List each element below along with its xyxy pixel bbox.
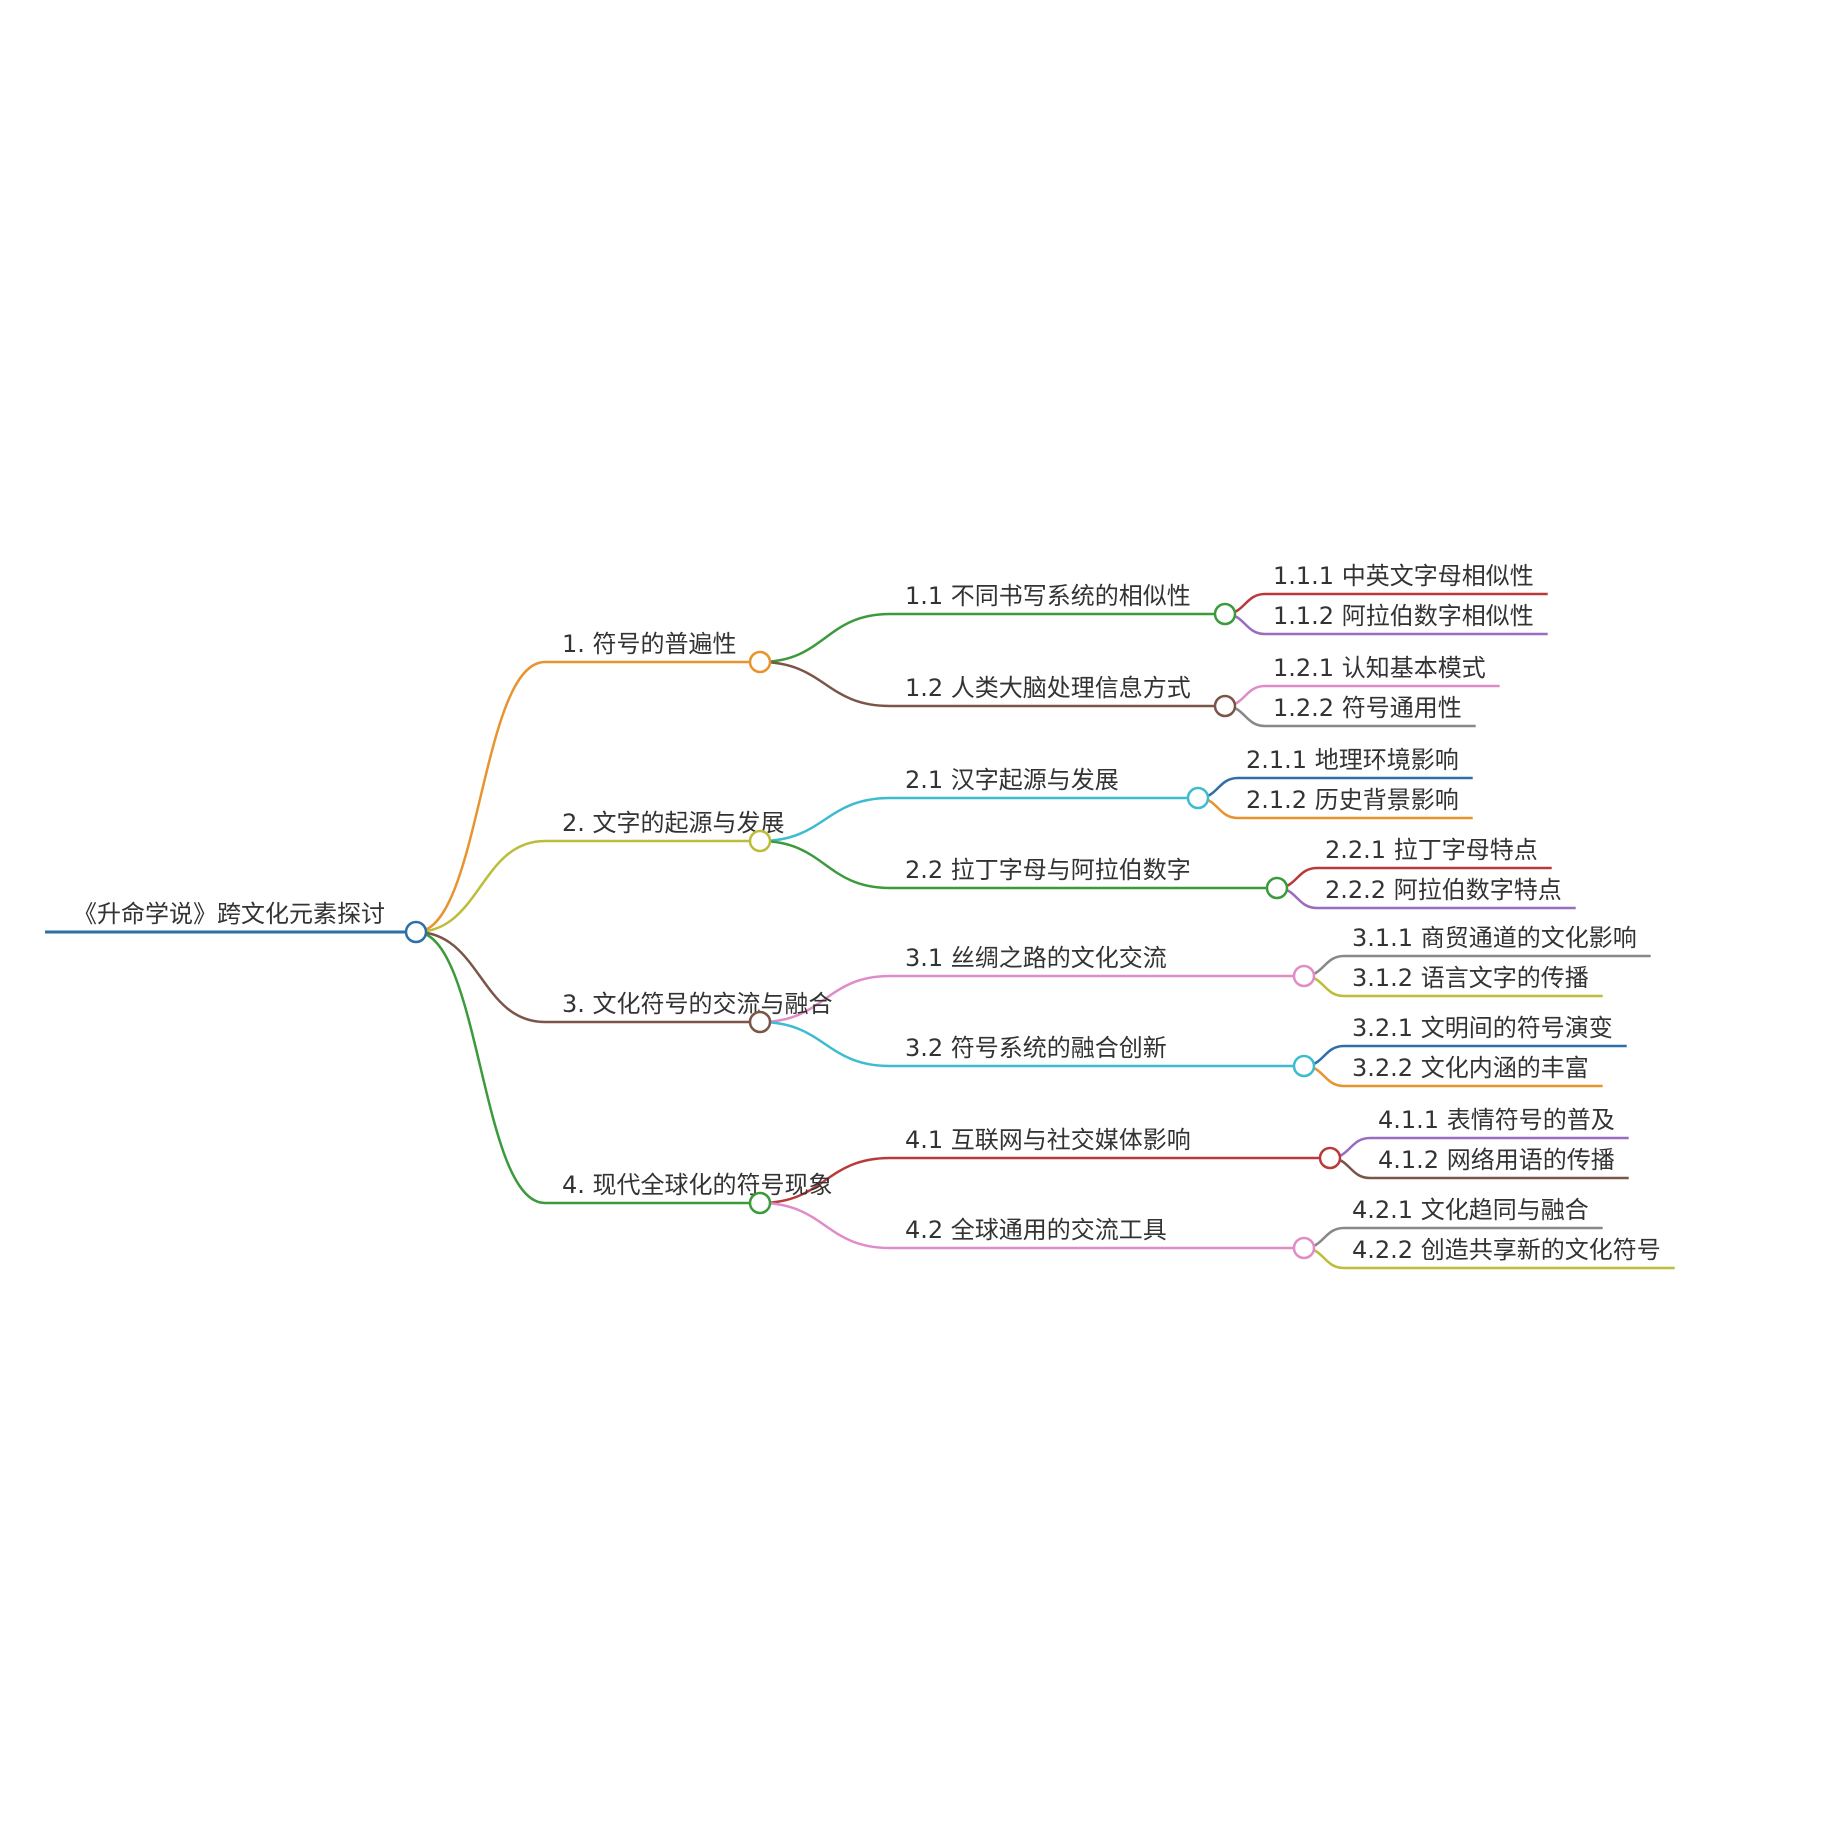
leaf-1-1-2-label: 1.1.2 阿拉伯数字相似性 [1273,602,1534,630]
leaf-2-1-2-label: 2.1.2 历史背景影响 [1246,786,1459,814]
leaf-4-2-2-label: 4.2.2 创造共享新的文化符号 [1352,1236,1661,1264]
branch-3-circle[interactable] [748,1010,772,1034]
node-1-2-label: 1.2 人类大脑处理信息方式 [905,674,1191,702]
root-circle[interactable] [404,920,428,944]
edge-root-l1-1 [415,660,546,934]
node-1-1-circle[interactable] [1213,602,1237,626]
node-3-1-label: 3.1 丝绸之路的文化交流 [905,944,1167,972]
edge-l1-l2-1-2 [759,660,891,708]
leaf-4-1-1-label: 4.1.1 表情符号的普及 [1378,1106,1615,1134]
edge-l1-l2-4-1 [759,1156,891,1205]
edge-l1-l2-3-1 [759,974,891,1024]
edge-root-l1-4 [415,930,546,1205]
node-2-1-circle[interactable] [1186,786,1210,810]
edge-l1-l2-1-1 [759,612,891,664]
branch-2-circle[interactable] [748,829,772,853]
edge-root-l1-2 [415,839,546,934]
branch-1-label: 1. 符号的普遍性 [562,630,737,658]
node-1-1-label: 1.1 不同书写系统的相似性 [905,582,1191,610]
leaf-2-2-1-label: 2.2.1 拉丁字母特点 [1325,836,1538,864]
leaf-3-1-2-label: 3.1.2 语言文字的传播 [1352,964,1589,992]
branch-4-circle[interactable] [748,1191,772,1215]
node-3-2-circle[interactable] [1292,1054,1316,1078]
node-4-1-label: 4.1 互联网与社交媒体影响 [905,1126,1191,1154]
edge-root-l1-3 [415,930,546,1024]
node-1-2-circle[interactable] [1213,694,1237,718]
branch-3-label: 3. 文化符号的交流与融合 [562,990,833,1018]
leaf-4-1-2-label: 4.1.2 网络用语的传播 [1378,1146,1615,1174]
nodes-layer [404,602,1342,1260]
node-3-1-circle[interactable] [1292,964,1316,988]
node-4-1-circle[interactable] [1318,1146,1342,1170]
edge-l1-l2-2-1 [759,796,891,843]
edge-l1-l2-2-2 [759,839,891,890]
node-4-2-label: 4.2 全球通用的交流工具 [905,1216,1167,1244]
root-label: 《升命学说》跨文化元素探讨 [73,900,385,928]
node-3-2-label: 3.2 符号系统的融合创新 [905,1034,1167,1062]
branch-2-label: 2. 文字的起源与发展 [562,809,785,837]
leaf-3-2-2-label: 3.2.2 文化内涵的丰富 [1352,1054,1589,1082]
labels-layer: 《升命学说》跨文化元素探讨 1. 符号的普遍性 1.1 不同书写系统的相似性 1.1.… [73,562,1661,1264]
node-2-2-circle[interactable] [1265,876,1289,900]
leaf-1-2-2-label: 1.2.2 符号通用性 [1273,694,1462,722]
leaf-3-1-1-label: 3.1.1 商贸通道的文化影响 [1352,924,1637,952]
branch-1-circle[interactable] [748,650,772,674]
edge-l1-l2-3-2 [759,1020,891,1068]
leaf-2-1-1-label: 2.1.1 地理环境影响 [1246,746,1459,774]
underlines-layer [45,592,1675,1270]
leaf-1-2-1-label: 1.2.1 认知基本模式 [1273,654,1486,682]
node-2-2-label: 2.2 拉丁字母与阿拉伯数字 [905,856,1191,884]
node-2-1-label: 2.1 汉字起源与发展 [905,766,1119,794]
node-4-2-circle[interactable] [1292,1236,1316,1260]
leaf-4-2-1-label: 4.2.1 文化趋同与融合 [1352,1196,1589,1224]
edge-l1-l2-4-2 [759,1201,891,1250]
leaf-3-2-1-label: 3.2.1 文明间的符号演变 [1352,1014,1613,1042]
leaf-2-2-2-label: 2.2.2 阿拉伯数字特点 [1325,876,1562,904]
branch-4-label: 4. 现代全球化的符号现象 [562,1171,833,1199]
leaf-1-1-1-label: 1.1.1 中英文字母相似性 [1273,562,1534,590]
